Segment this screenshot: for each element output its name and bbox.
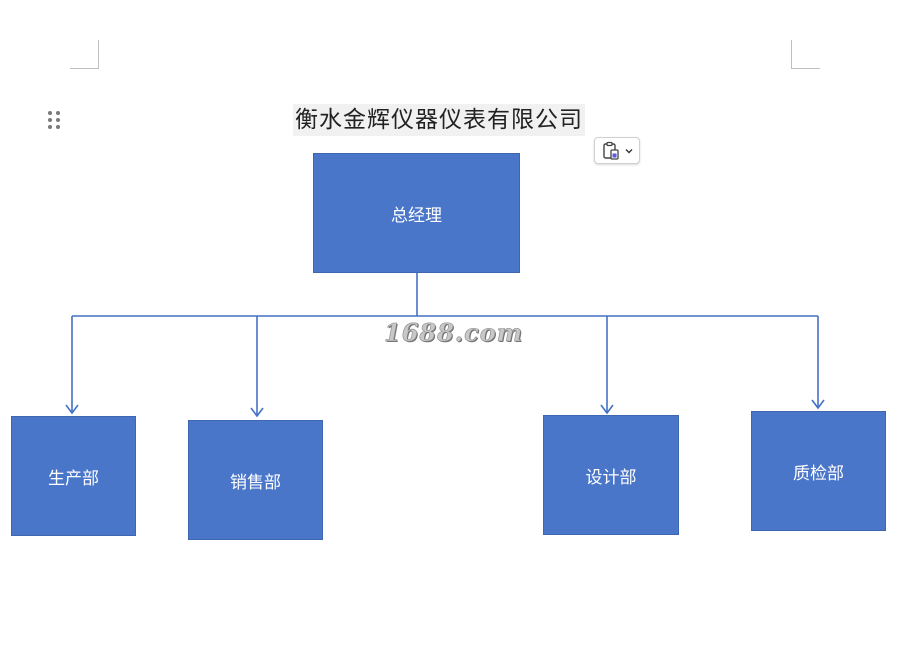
page-margin-corner-top-right [791, 40, 820, 69]
clipboard-icon [603, 141, 619, 160]
org-node-production-dept[interactable]: 生产部 [11, 416, 136, 536]
block-drag-handle-icon[interactable] [47, 110, 61, 132]
arrowhead-qc [811, 399, 825, 410]
page-margin-corner-top-left [70, 40, 99, 69]
org-node-sales-dept[interactable]: 销售部 [188, 420, 323, 540]
paste-options-button[interactable] [594, 137, 640, 164]
chevron-down-icon [625, 148, 633, 153]
org-node-qc-dept[interactable]: 质检部 [751, 411, 886, 531]
arrowhead-design [600, 404, 614, 415]
watermark-text: 1688.com [384, 318, 524, 348]
org-node-general-manager[interactable]: 总经理 [313, 153, 520, 273]
org-node-design-dept[interactable]: 设计部 [543, 415, 679, 535]
arrowhead-sales [250, 407, 264, 418]
document-title[interactable]: 衡水金辉仪器仪表有限公司 [293, 104, 585, 136]
arrowhead-production [65, 404, 79, 415]
